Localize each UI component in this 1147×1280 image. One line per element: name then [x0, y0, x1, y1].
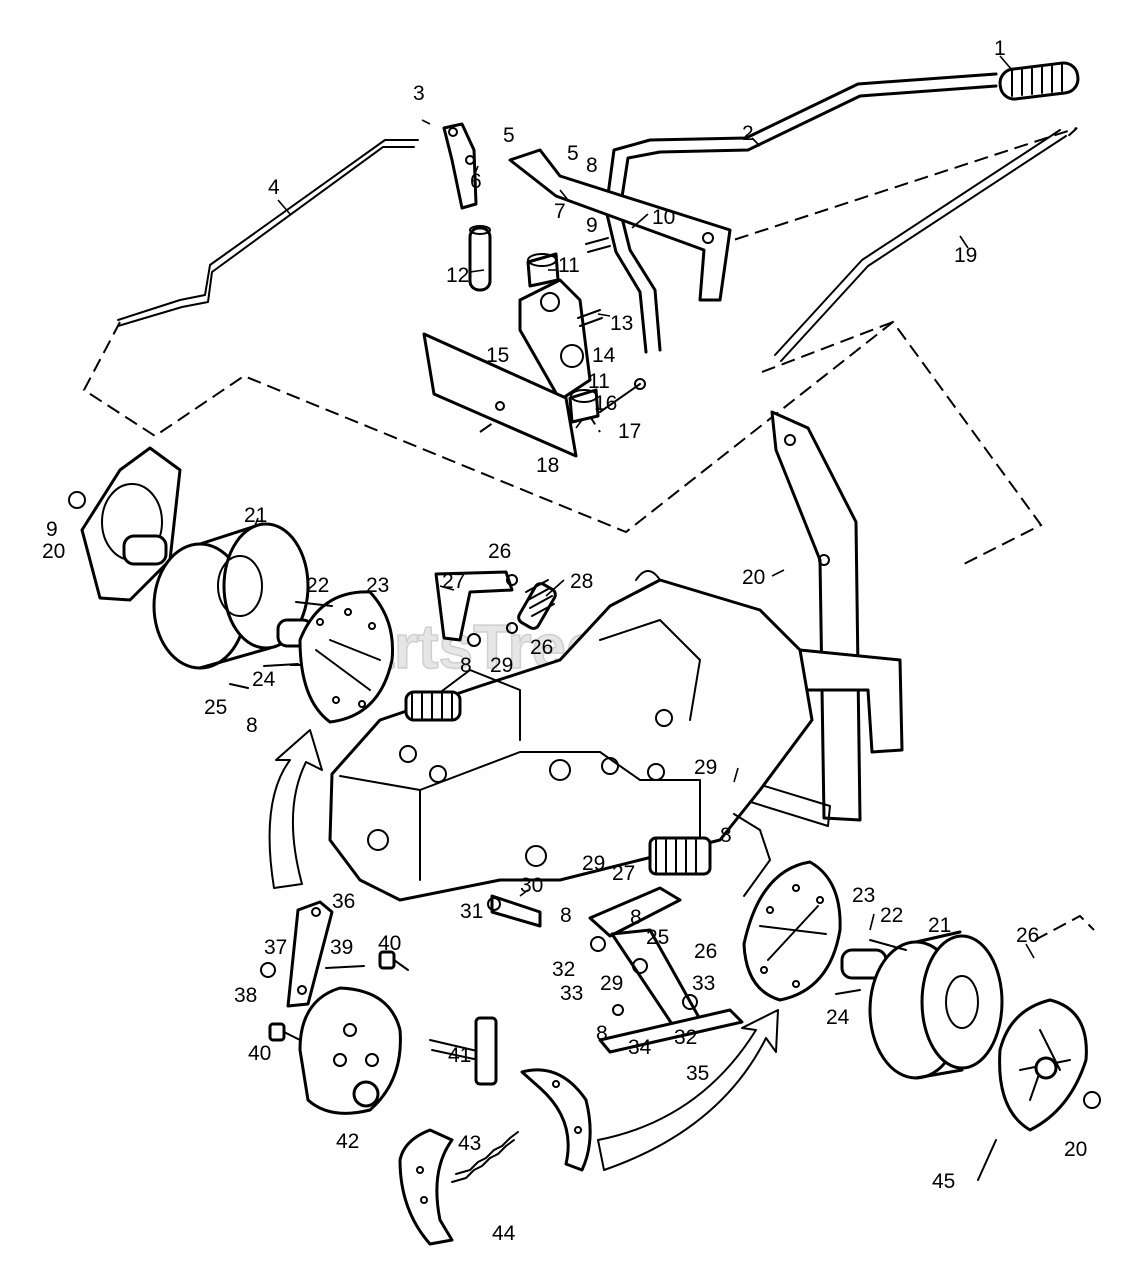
callout-8: 8	[630, 906, 642, 929]
callout-2: 2	[742, 122, 754, 145]
callout-8: 8	[586, 154, 598, 177]
callout-35: 35	[686, 1062, 709, 1085]
callout-25: 25	[204, 696, 227, 719]
callout-37: 37	[264, 936, 287, 959]
callout-9: 9	[586, 214, 598, 237]
shift-rod	[117, 139, 419, 327]
callout-23: 23	[366, 574, 389, 597]
pivot-bracket	[422, 237, 646, 458]
callout-29: 29	[490, 654, 513, 677]
control-lever	[604, 72, 998, 354]
callout-19: 19	[954, 244, 977, 267]
callout-29: 29	[694, 756, 717, 779]
callout-27: 27	[612, 862, 635, 885]
callout-43: 43	[458, 1132, 481, 1155]
handle-grip	[998, 61, 1080, 101]
callout-32: 32	[674, 1026, 697, 1049]
callout-25: 25	[646, 926, 669, 949]
right-hub-plate	[977, 998, 1101, 1181]
callout-45: 45	[932, 1170, 955, 1193]
callout-30: 30	[520, 874, 543, 897]
callout-6: 6	[470, 170, 482, 193]
callout-33: 33	[692, 972, 715, 995]
callout-24: 24	[252, 668, 276, 691]
left-hub-plate	[68, 446, 182, 602]
callout-34: 34	[628, 1036, 652, 1059]
brake-linkage-lower	[487, 813, 771, 1054]
callout-23: 23	[852, 884, 875, 907]
callout-14: 14	[592, 344, 616, 367]
callout-7: 7	[554, 200, 566, 223]
rotation-arrows	[268, 729, 779, 1171]
callout-32: 32	[552, 958, 575, 981]
left-brake-drum	[152, 522, 314, 670]
callout-26: 26	[694, 940, 717, 963]
callout-18: 18	[536, 454, 559, 477]
callout-21: 21	[244, 504, 267, 527]
callout-41: 41	[448, 1044, 471, 1067]
callout-24: 24	[826, 1006, 850, 1029]
callout-33: 33	[560, 982, 583, 1005]
control-bracket	[508, 148, 732, 302]
transaxle-housing	[328, 570, 814, 902]
callout-leaders	[253, 55, 1035, 959]
callout-40: 40	[248, 1042, 271, 1065]
callout-44: 44	[492, 1222, 516, 1245]
callout-20: 20	[1064, 1138, 1087, 1161]
callout-5: 5	[503, 124, 515, 147]
callout-36: 36	[332, 890, 355, 913]
callout-22: 22	[880, 904, 903, 927]
callout-20: 20	[742, 566, 765, 589]
right-brake-shoes	[742, 860, 842, 1002]
left-brake-shoes	[229, 590, 395, 724]
callout-5: 5	[567, 142, 579, 165]
callout-11: 11	[588, 370, 610, 393]
callout-8: 8	[596, 1022, 608, 1045]
callout-labels: 1 2 3 4 5 6 5 8 7 9 10 19 12 11 13 15 14…	[42, 37, 1087, 1245]
callout-8: 8	[460, 654, 472, 677]
callout-29: 29	[582, 852, 605, 875]
callout-15: 15	[486, 344, 509, 367]
callout-17: 17	[618, 420, 641, 443]
callout-3: 3	[413, 82, 425, 105]
callout-20: 20	[42, 540, 65, 563]
callout-4: 4	[268, 176, 280, 199]
brake-cam	[429, 1016, 498, 1086]
lever-arm	[442, 122, 492, 292]
callout-28: 28	[570, 570, 593, 593]
callout-40: 40	[378, 932, 401, 955]
callout-13: 13	[610, 312, 633, 335]
backing-plate	[298, 986, 402, 1115]
callout-10: 10	[652, 206, 675, 229]
callout-22: 22	[306, 574, 329, 597]
callout-8: 8	[246, 714, 258, 737]
callout-12: 12	[446, 264, 469, 287]
callout-8: 8	[560, 904, 572, 927]
right-brake-drum	[835, 930, 1004, 1080]
rod	[774, 129, 1067, 362]
callout-42: 42	[336, 1130, 359, 1153]
callout-26: 26	[1016, 924, 1039, 947]
callout-39: 39	[330, 936, 353, 959]
callout-8: 8	[720, 824, 732, 847]
brake-arm	[260, 900, 409, 1042]
callout-9: 9	[46, 518, 58, 541]
callout-26: 26	[530, 636, 553, 659]
brake-shoes-pair	[398, 1068, 592, 1246]
callout-26: 26	[488, 540, 511, 563]
callout-21: 21	[928, 914, 951, 937]
callout-11: 11	[558, 254, 580, 277]
callout-38: 38	[234, 984, 257, 1007]
callout-31: 31	[460, 900, 483, 923]
callout-29: 29	[600, 972, 623, 995]
callout-16: 16	[594, 392, 617, 415]
callout-27: 27	[442, 570, 465, 593]
callout-1: 1	[994, 37, 1006, 60]
